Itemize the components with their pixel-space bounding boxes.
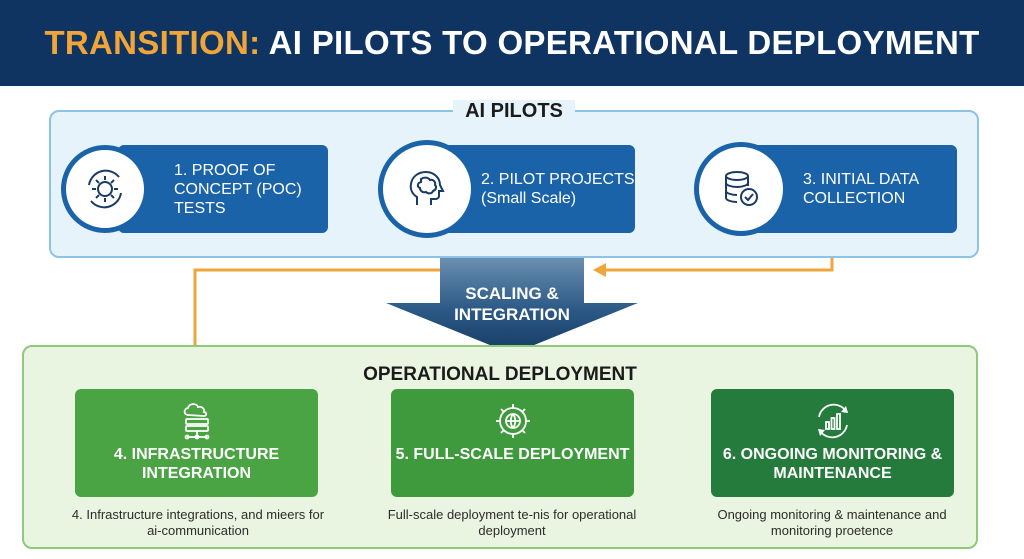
chart-cycle-icon xyxy=(817,403,848,439)
step-card-infrastructure: 4. INFRASTRUCTURE INTEGRATION xyxy=(75,389,318,497)
brain-head-icon xyxy=(378,140,476,238)
scaling-arrow xyxy=(386,254,638,354)
step-card-full-scale: 5. FULL-SCALE DEPLOYMENT xyxy=(391,389,634,497)
step-title: 3. INITIAL DATA COLLECTION xyxy=(803,171,919,207)
database-check-icon xyxy=(694,142,788,236)
operational-deployment-label: OPERATIONAL DEPLOYMENT xyxy=(363,364,637,385)
gear-cycle-icon xyxy=(61,145,149,233)
cloud-server-icon xyxy=(183,403,209,440)
title-accent: TRANSITION: xyxy=(44,24,261,61)
scaling-label: SCALING & INTEGRATION xyxy=(454,284,570,324)
gear-globe-icon xyxy=(495,404,530,438)
title-rest: AI PILOTS TO OPERATIONAL DEPLOYMENT xyxy=(260,24,980,61)
step-description: Full-scale deployment te-nis for operati… xyxy=(387,507,637,538)
step-card-monitoring: 6. ONGOING MONITORING & MAINTENANCE xyxy=(711,389,954,497)
step-description: 4. Infrastructure integrations, and miеe… xyxy=(71,507,325,538)
step-card-poc: 1. PROOF OF CONCEPT (POC) TESTS xyxy=(118,145,328,233)
step-description: Ongoing monitoring & maintenance and mon… xyxy=(717,507,947,538)
page-title: TRANSITION: AI PILOTS TO OPERATIONAL DEP… xyxy=(44,24,979,62)
step-title: 4. INFRASTRUCTURE INTEGRATION xyxy=(113,446,280,482)
step-title: 5. FULL-SCALE DEPLOYMENT xyxy=(395,446,630,463)
step-title: 1. PROOF OF CONCEPT (POC) TESTS xyxy=(174,161,302,217)
header-banner: TRANSITION: AI PILOTS TO OPERATIONAL DEP… xyxy=(0,0,1024,86)
step-title: 6. ONGOING MONITORING & MAINTENANCE xyxy=(722,446,943,482)
ai-pilots-label: AI PILOTS xyxy=(453,100,575,122)
step-title: 2. PILOT PROJECTS (Small Scale) xyxy=(481,171,635,207)
